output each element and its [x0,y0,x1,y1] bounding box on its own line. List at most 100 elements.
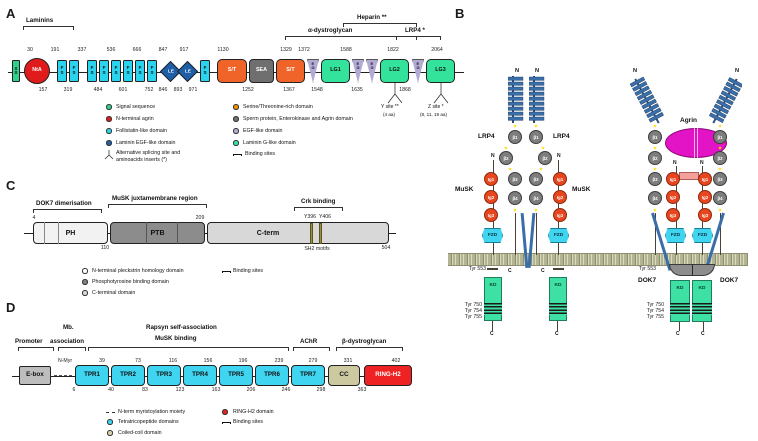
lrp4-coil-right-bound [708,77,742,124]
legend-label-ring: RING-H2 domain [233,409,274,415]
legend-dot-nta [106,116,112,122]
legend-label-laminin-egf: Laminin EGF-like domain [116,140,176,146]
musk-ig-domain: Ig2 [666,190,680,204]
dok7-tyr-y396: Y396 [303,214,317,220]
bracket-mb-association [58,347,86,351]
rapsyn-domain-tpr5: TPR5 [219,365,253,386]
bracket-label-bdg: β-dystroglycan [342,338,387,345]
beta-label: β3 [533,176,539,182]
musk-stalk-right [558,160,560,255]
rapsyn-domain-tpr4: TPR4 [183,365,217,386]
legend-binding-icon-c [222,271,231,273]
beta-label: β4 [652,195,658,201]
musk-tyr755-label: Tyr 755 [646,314,664,320]
lrp4-c-terminus-label: C [541,268,545,274]
legend-dot-ptb [82,279,88,285]
musk-ig-domain: Ig1 [553,172,567,186]
rapsyn-domain-label: TPR6 [264,371,280,379]
legend-dot-follistatin [106,128,112,134]
agrin-num-bottom: 1868 [399,87,411,93]
agrin-num-top: 1588 [340,47,352,53]
splice-label-z: Z site * [428,104,444,110]
agrin-domain-label: S/T [227,67,237,74]
ig-label: Ig3 [701,212,709,218]
agrin-domain-label: S S [14,65,18,75]
legend-label-ph: N-terminal pleckstrin homology domain [92,268,184,274]
musk-activation-loop-bars [692,303,712,315]
musk-tyr755-label: Tyr 755 [464,314,482,320]
rapsyn-nmyr-label: N-Myr [57,358,73,364]
legend-label-tpr: Tetratricopeptide domains [118,419,179,425]
rapsyn-num-bottom: 40 [108,387,114,393]
musk-c-tail [679,322,681,331]
ph-inner-line-1 [44,222,45,244]
legend-dot-ph [82,268,88,274]
bracket-label-crk-binding: Crk binding [301,198,336,205]
agrin-domain-sea: SEA [249,59,274,83]
musk-ig-domain: Ig1 [666,172,680,186]
lrp4-beta-propeller: β4 [529,191,543,205]
musk-ig-domain: Ig3 [553,208,567,222]
splice-fork-z [433,83,449,104]
dok7-domain-label: PTB [150,229,165,237]
dok7-split-line [691,264,693,276]
bracket-label-heparin: Heparin ** [357,14,387,21]
agrin-num-top: 1822 [387,47,399,53]
musk-ig-domain: Ig2 [553,190,567,204]
fzd-label: FZD [553,233,564,238]
beta-label: β4 [717,195,723,201]
glycan-star [513,208,517,212]
beta-label: β2 [717,155,723,161]
musk-c-tail [492,321,494,331]
dok7-num-504: 504 [381,245,391,251]
rapsyn-num-bottom: 206 [246,387,256,393]
lrp4-beta-propeller: β2 [713,151,727,165]
fzd-label: FZD [487,233,498,238]
musk-ig-domain: Ig3 [484,208,498,222]
agrin-domain-fs: F S [99,60,109,82]
agrin-domain-fs: F S [147,60,157,82]
legend-nmyr-icon [106,412,115,413]
beta-label: β2 [652,155,658,161]
agrin-num-top: 536 [106,47,116,53]
bracket-promoter [18,347,54,351]
bracket-bdg [336,347,403,351]
rapsyn-domain-cc: CC [328,365,360,386]
agrin-domain-label: LG3 [435,67,446,74]
beta-label: β3 [512,176,518,182]
musk-jm-tick-left [487,268,498,270]
beta-label: β4 [533,195,539,201]
legend-label-st: Serine/Threonine-rich domain [243,104,313,110]
lrp4-beta-propeller: β1 [529,130,543,144]
bracket-label-dok7-dimerisation: DOK7 dimerisation [36,200,92,207]
lrp4-coil-right [529,76,545,123]
agrin-domain-label: E G [370,61,374,70]
agrin-num-bottom: 484 [93,87,103,93]
musk-c-tail [703,322,705,331]
legend-label-binding-d: Binding sites [233,419,264,425]
agrin-num-bottom: 157 [38,87,48,93]
bracket-dok7-dimerisation [33,209,102,213]
glycan-star [504,146,508,150]
rapsyn-num-bottom: 363 [357,387,367,393]
legend-label-binding-c: Binding sites [233,268,264,274]
musk-tyr553-label-right: Tyr 553 [638,266,656,272]
agrin-domain-label: NtA [32,67,42,74]
musk-tyr553-label-left: Tyr 553 [468,266,486,272]
legend-dot-sea [233,116,239,122]
musk-c-terminus-label: C [555,331,559,337]
musk-activation-loop-bars [670,303,690,315]
rapsyn-num-top: 402 [391,358,401,364]
fzd-label: FZD [670,233,681,238]
glycan-star [541,146,545,150]
kd-label: KD [676,286,684,291]
rapsyn-domain-label: TPR7 [300,371,316,379]
agrin-num-top: 1372 [298,47,310,53]
lrp4-n-terminus-label: N [515,68,520,74]
agrin-domain-le: LE [176,60,199,83]
agrin-num-top: 2064 [431,47,443,53]
bracket-heparin [343,23,417,27]
dok7-label-left: DOK7 [638,277,657,284]
musk-fzd-domain: FZD [692,228,713,243]
legend-binding-icon-d [222,422,231,424]
